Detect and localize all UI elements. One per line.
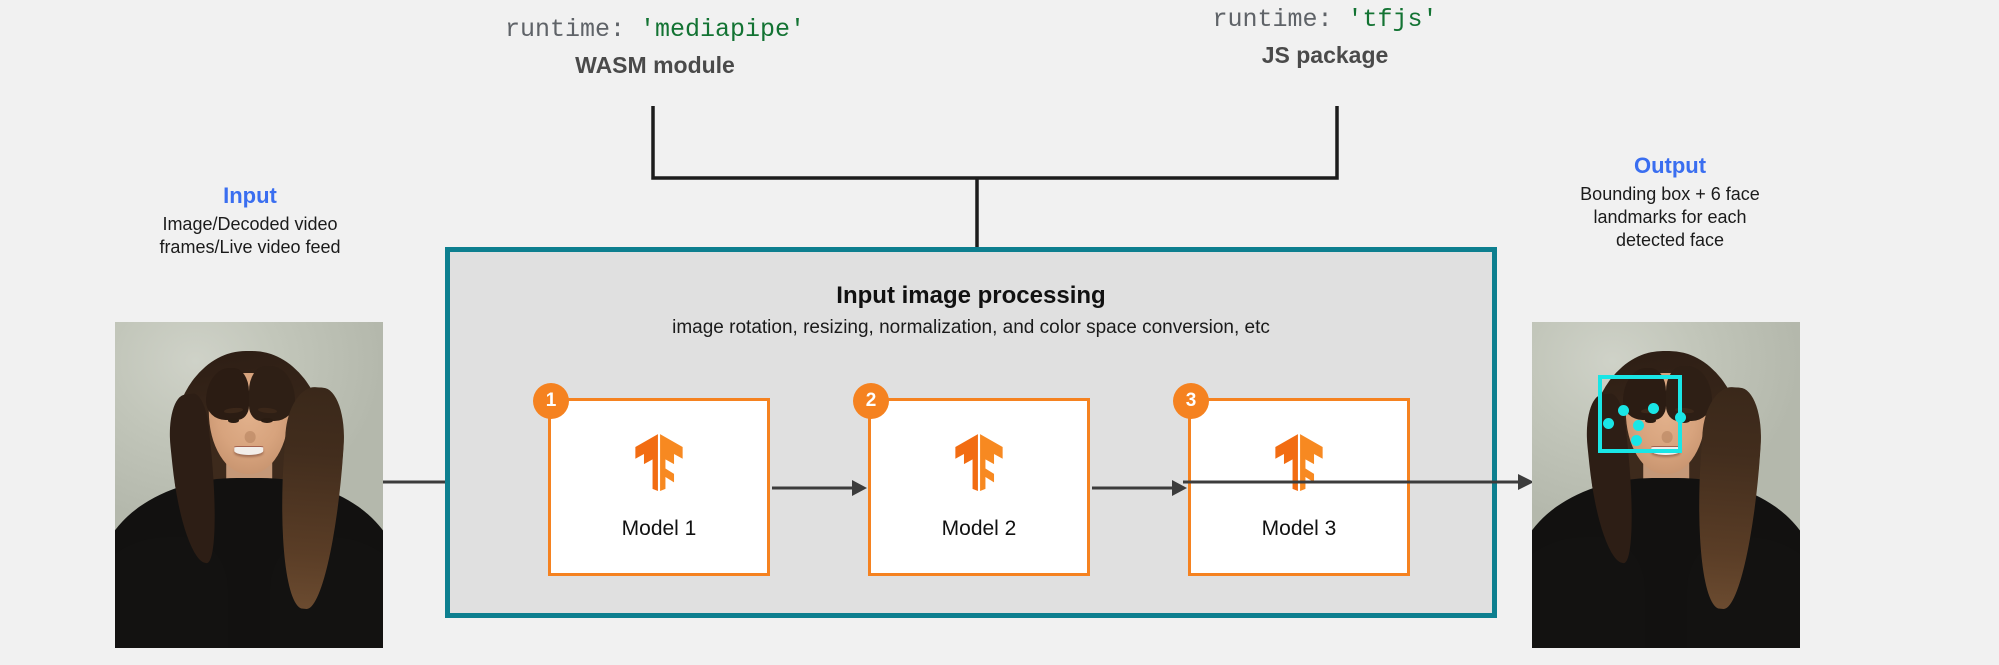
model-card-3-label: Model 3 (1261, 517, 1337, 540)
mouth (234, 446, 264, 455)
runtime-key: runtime: (1212, 5, 1333, 34)
model-card-1-badge: 1 (533, 383, 569, 419)
face-landmark-eye-left (1618, 405, 1629, 416)
face-landmark-nose-tip (1633, 420, 1644, 431)
runtime-option-tfjs: runtime: 'tfjs' JS package (1165, 4, 1485, 70)
pipeline-container: Input image processing image rotation, r… (445, 247, 1497, 618)
runtime-option-mediapipe: runtime: 'mediapipe' WASM module (490, 14, 820, 80)
runtime-option-tfjs-subtitle: JS package (1261, 42, 1389, 69)
arrow-model1-to-model2 (772, 480, 867, 496)
pipeline-subtitle: image rotation, resizing, normalization,… (672, 317, 1270, 338)
pipeline-heading: Input image processing image rotation, r… (450, 282, 1492, 339)
input-photo (115, 322, 383, 648)
output-caption: Output Bounding box + 6 face landmarks f… (1540, 152, 1800, 252)
model-card-1[interactable]: 1 Model 1 (533, 383, 770, 576)
pipeline-title: Input image processing (836, 282, 1106, 309)
runtime-value: 'mediapipe' (640, 15, 806, 44)
face-landmark-ear-left (1603, 418, 1614, 429)
model-card-2-label: Model 2 (941, 517, 1017, 540)
nose (1661, 431, 1673, 443)
output-title: Output (1633, 153, 1707, 178)
eye-left (227, 418, 240, 424)
output-photo (1532, 322, 1800, 648)
arrow-pipeline-to-output (1183, 474, 1534, 490)
runtime-option-mediapipe-subtitle: WASM module (575, 52, 735, 79)
input-description-line-1: Image/Decoded video (162, 214, 338, 235)
output-description-line-3: detected face (1615, 230, 1725, 251)
arrow-model2-to-model3 (1092, 480, 1187, 496)
model-card-2[interactable]: 2 Model 2 (853, 383, 1090, 576)
output-description-line-2: landmarks for each (1593, 207, 1747, 228)
model-card-3-badge: 3 (1173, 383, 1209, 419)
output-description-line-1: Bounding box + 6 face (1580, 184, 1760, 205)
eye-left (1644, 418, 1657, 424)
model-card-3[interactable]: 3 Model 3 (1173, 383, 1410, 576)
face-landmark-ear-right (1675, 412, 1686, 423)
face-landmark-eye-right (1648, 403, 1659, 414)
model-card-1-label: Model 1 (621, 517, 697, 540)
nose (244, 431, 256, 443)
eye-right (261, 418, 274, 424)
tensorflow-logo-icon (635, 434, 683, 491)
runtime-bracket-connector (651, 106, 1339, 248)
input-description-line-2: frames/Live video feed (159, 237, 341, 258)
tensorflow-logo-icon (1275, 434, 1323, 491)
runtime-key: runtime: (504, 15, 625, 44)
input-title: Input (223, 183, 277, 208)
runtime-option-tfjs-code: runtime: 'tfjs' (1165, 4, 1485, 35)
face-landmark-mouth-center (1631, 435, 1642, 446)
model-card-2-badge: 2 (853, 383, 889, 419)
runtime-value: 'tfjs' (1347, 5, 1438, 34)
runtime-option-mediapipe-code: runtime: 'mediapipe' (490, 14, 820, 45)
tensorflow-logo-icon (955, 434, 1003, 491)
input-caption: Input Image/Decoded video frames/Live vi… (110, 182, 390, 259)
